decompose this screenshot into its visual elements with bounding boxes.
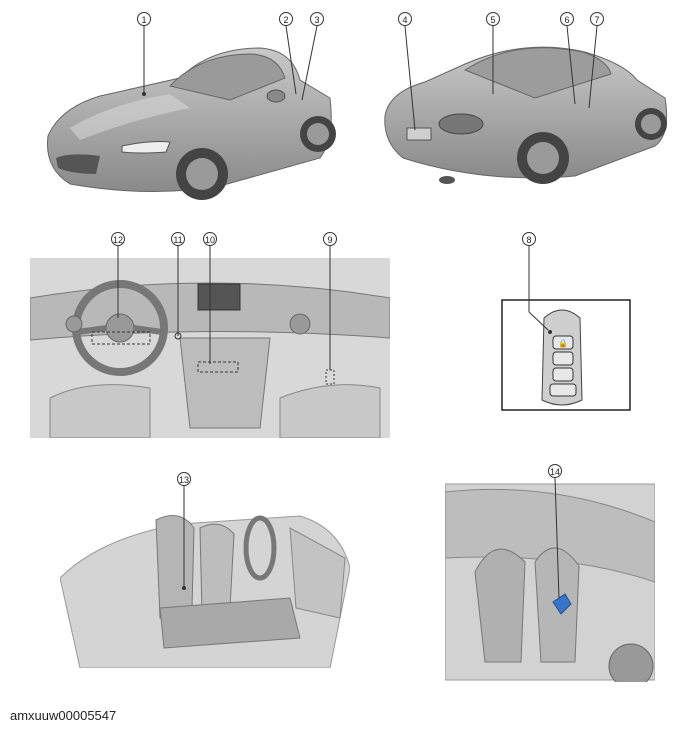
callout-8: 8 — [522, 232, 536, 246]
key-fob-view: 🔒 8 — [500, 228, 640, 418]
front-car-illustration — [46, 25, 336, 200]
callout-5: 5 — [486, 12, 500, 26]
callout-2: 2 — [279, 12, 293, 26]
callout-12: 12 — [111, 232, 125, 246]
figure-id-caption: amxuuw00005547 — [10, 708, 117, 723]
dashboard-view: 12 11 10 9 — [30, 228, 390, 438]
callout-13: 13 — [177, 472, 191, 486]
callout-14: 14 — [548, 464, 562, 478]
rear-deck-view: 14 — [445, 462, 655, 682]
trunk-button[interactable] — [552, 367, 574, 382]
front-car-view: 1 2 3 — [30, 8, 350, 208]
panic-button[interactable] — [549, 383, 577, 397]
callout-10: 10 — [203, 232, 217, 246]
lock-button[interactable] — [552, 335, 574, 350]
highlighted-component — [552, 593, 572, 615]
unlock-button[interactable] — [552, 351, 574, 366]
key-fob-illustration: 🔒 — [501, 246, 631, 411]
callout-7: 7 — [590, 12, 604, 26]
callout-1: 1 — [137, 12, 151, 26]
callout-6: 6 — [560, 12, 574, 26]
callout-4: 4 — [398, 12, 412, 26]
callout-9: 9 — [323, 232, 337, 246]
callout-11: 11 — [171, 232, 185, 246]
callout-3: 3 — [310, 12, 324, 26]
seat-view: 13 — [60, 468, 350, 668]
rear-car-view: 4 5 6 7 — [375, 8, 675, 208]
rear-car-illustration — [384, 25, 668, 184]
dashboard-illustration — [30, 246, 390, 438]
rear-deck-illustration — [445, 477, 655, 682]
lock-button-glyph: 🔒 — [558, 339, 568, 348]
seat-illustration — [60, 486, 350, 668]
